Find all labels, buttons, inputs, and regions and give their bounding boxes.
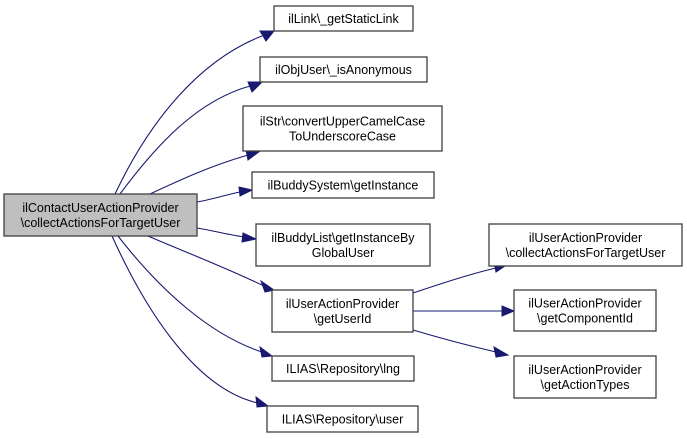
edge-line — [119, 85, 251, 195]
node-label: ilObjUser\_isAnonymous — [275, 63, 412, 77]
edge-line — [114, 35, 263, 195]
node-label: GlobalUser — [312, 246, 375, 260]
edge-root-to-convertCase — [149, 149, 262, 195]
node-label: ILIAS\Repository\lng — [286, 362, 400, 376]
edge-line — [111, 235, 259, 404]
node-convertCase[interactable]: ilStr\convertUpperCamelCaseToUnderscoreC… — [242, 105, 443, 152]
edge-line — [412, 329, 497, 353]
edge-root-to-isAnonymous — [119, 81, 264, 195]
arrowhead-icon — [501, 305, 516, 317]
node-box[interactable] — [3, 193, 198, 237]
edge-root-to-getStaticLink — [114, 30, 276, 195]
node-root[interactable]: ilContactUserActionProvider\collectActio… — [3, 193, 198, 237]
node-label: \getUserId — [314, 312, 372, 326]
node-getStaticLink[interactable]: ilLink\_getStaticLink — [273, 5, 414, 32]
arrowhead-icon — [259, 345, 274, 358]
nodes: ilContactUserActionProvider\collectActio… — [3, 5, 683, 433]
node-box[interactable] — [513, 355, 657, 399]
node-buddySystem[interactable]: ilBuddySystem\getInstance — [251, 171, 435, 199]
node-label: \getActionTypes — [541, 378, 630, 392]
node-user[interactable]: ILIAS\Repository\user — [266, 405, 419, 433]
node-box[interactable] — [488, 223, 683, 267]
edge-line — [149, 154, 249, 195]
node-box[interactable] — [251, 171, 435, 199]
node-label: \collectActionsForTargetUser — [21, 216, 181, 230]
edge-getUserId-to-actionTypes — [412, 329, 510, 358]
node-label: ILIAS\Repository\user — [282, 413, 404, 427]
node-box[interactable] — [266, 405, 419, 433]
node-label: ilContactUserActionProvider — [22, 201, 178, 215]
arrowhead-icon — [238, 186, 254, 197]
node-label: ilUserActionProvider — [529, 231, 642, 245]
node-getUserId[interactable]: ilUserActionProvider\getUserId — [271, 289, 414, 333]
node-lng[interactable]: ILIAS\Repository\lng — [271, 355, 415, 382]
edge-line — [196, 191, 241, 203]
edge-getUserId-to-componentId — [413, 305, 516, 317]
edge-line — [147, 235, 265, 287]
edge-line — [196, 227, 245, 238]
node-isAnonymous[interactable]: ilObjUser\_isAnonymous — [259, 56, 428, 83]
node-label: ilLink\_getStaticLink — [288, 12, 399, 26]
node-label: ilStr\convertUpperCamelCase — [260, 115, 425, 129]
edge-root-to-lng — [117, 235, 274, 358]
arrowhead-icon — [259, 30, 276, 42]
node-box[interactable] — [273, 5, 414, 32]
node-box[interactable] — [242, 105, 443, 152]
node-actionTypes[interactable]: ilUserActionProvider\getActionTypes — [513, 355, 657, 399]
edges — [111, 30, 516, 408]
arrowhead-icon — [247, 81, 264, 93]
node-label: ilBuddyList\getInstanceBy — [271, 231, 415, 245]
node-collect2[interactable]: ilUserActionProvider\collectActionsForTa… — [488, 223, 683, 267]
node-label: \getComponentId — [537, 312, 633, 326]
arrowhead-icon — [255, 395, 270, 408]
arrowhead-icon — [241, 232, 258, 243]
node-box[interactable] — [271, 289, 414, 333]
node-box[interactable] — [255, 223, 431, 267]
node-label: ilUserActionProvider — [528, 363, 641, 377]
edge-root-to-user — [111, 235, 270, 408]
edge-line — [117, 235, 263, 353]
edge-root-to-getUserId — [147, 235, 276, 293]
edge-root-to-buddyList — [196, 227, 258, 243]
arrowhead-icon — [493, 346, 510, 358]
node-label: ilUserActionProvider — [286, 297, 399, 311]
node-label: \collectActionsForTargetUser — [506, 246, 666, 260]
node-label: ilUserActionProvider — [528, 297, 641, 311]
node-componentId[interactable]: ilUserActionProvider\getComponentId — [513, 289, 657, 332]
node-box[interactable] — [513, 289, 657, 332]
arrowhead-icon — [259, 279, 276, 293]
edge-line — [412, 267, 497, 294]
node-box[interactable] — [271, 355, 415, 382]
node-label: ilBuddySystem\getInstance — [268, 179, 419, 193]
edge-root-to-buddySystem — [196, 186, 254, 203]
node-box[interactable] — [259, 56, 428, 83]
node-label: ToUnderscoreCase — [289, 130, 396, 144]
